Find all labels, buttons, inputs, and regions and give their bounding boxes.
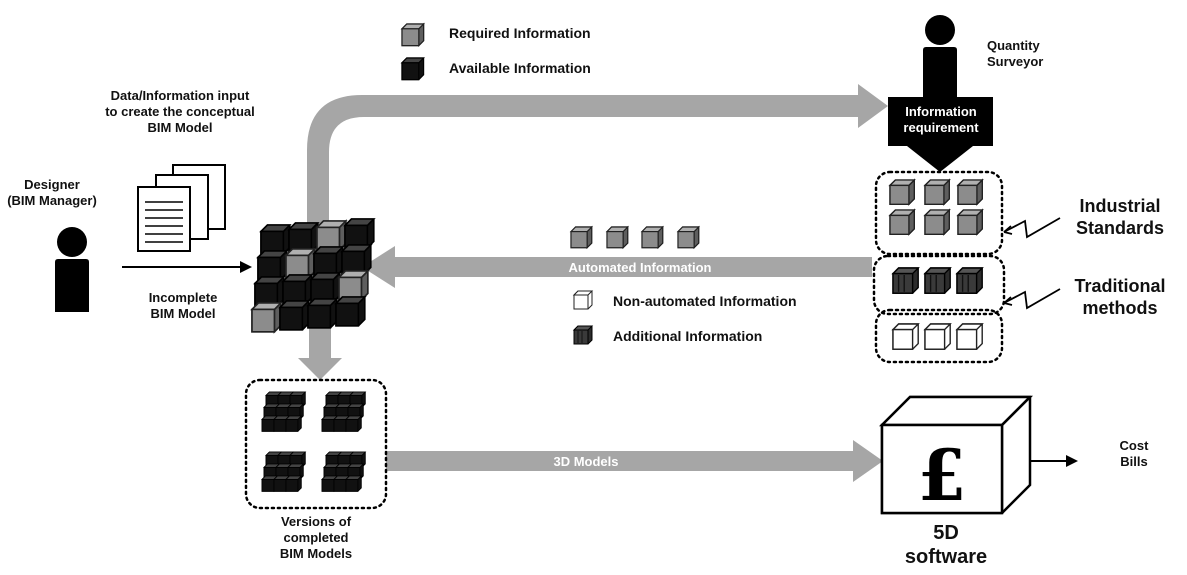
legend-required-label: Required Information [449, 25, 591, 41]
bim-cube [335, 296, 366, 327]
designer-label: Designer (BIM Manager) [7, 177, 97, 208]
bim-cube [307, 298, 338, 329]
incomplete-bim-model-icon [251, 218, 375, 333]
legend-non-automated-cube-icon [573, 290, 593, 310]
arrow-to-quantity-surveyor [307, 84, 888, 255]
legend-available-cube-icon [401, 57, 425, 81]
data-input-label: Data/Information input to create the con… [105, 88, 255, 135]
version-cube [285, 475, 302, 492]
bim-cube [254, 276, 285, 307]
lower-dotted-box [874, 308, 1004, 364]
legend-additional-cube-icon [573, 325, 593, 345]
bim-cube [338, 270, 369, 301]
industrial-standards-dotted-box [874, 170, 1004, 256]
versions-dotted-box [244, 378, 388, 510]
3d-models-label: 3D Models [553, 454, 618, 469]
arrow-3d-models [386, 440, 883, 482]
information-requirement-box [888, 97, 993, 172]
information-requirement-label: Information requirement [903, 104, 979, 135]
legend-required-cube-icon [401, 23, 425, 47]
pound-icon: £ [918, 434, 967, 517]
version-cube [345, 415, 362, 432]
bim-cube [260, 224, 291, 255]
arrow-to-versions [298, 322, 342, 380]
traditional-methods-label: Traditional methods [1074, 276, 1166, 318]
flow-arrows [298, 84, 888, 482]
designer-arrow [122, 261, 252, 273]
industrial-standards-label: Industrial Standards [1075, 196, 1165, 238]
bim-cube [251, 302, 282, 333]
bim-cube [316, 220, 347, 251]
bim-cube [257, 250, 288, 281]
bim-cube [344, 218, 375, 249]
quantity-surveyor-label: Quantity Surveyor [987, 38, 1044, 69]
version-cube [285, 415, 302, 432]
cost-bills-label: Cost Bills [1119, 438, 1149, 469]
zigzag-connectors [1003, 217, 1061, 310]
bim-cube [285, 248, 316, 279]
bim-cube [279, 300, 310, 331]
arrow-automated-information [362, 246, 872, 288]
bim-cube [310, 272, 341, 303]
legend-available-label: Available Information [449, 60, 591, 76]
automated-information-label: Automated Information [569, 260, 712, 275]
5d-software-cube-icon: £ [878, 395, 1034, 517]
version-cube [345, 475, 362, 492]
traditional-methods-dotted-box [872, 254, 1006, 316]
bim-cube [282, 274, 313, 305]
automated-cubes [570, 226, 700, 249]
document-stack-icon [137, 164, 226, 252]
versions-models-icon [261, 391, 366, 492]
bim-cube [288, 222, 319, 253]
industrial-cubes [889, 179, 983, 235]
incomplete-model-label: Incomplete BIM Model [148, 290, 218, 321]
non-automated-cubes [892, 323, 983, 350]
legend-additional-label: Additional Information [613, 328, 763, 344]
designer-person-icon [55, 227, 89, 312]
additional-cubes [892, 267, 983, 294]
quantity-surveyor-person-icon [923, 15, 957, 100]
bim-cube [341, 244, 372, 275]
5d-software-label: 5D software [904, 522, 988, 569]
legend-non-automated-label: Non-automated Information [613, 293, 797, 309]
bim-cube [313, 246, 344, 277]
versions-label: Versions of completed BIM Models [279, 514, 353, 561]
